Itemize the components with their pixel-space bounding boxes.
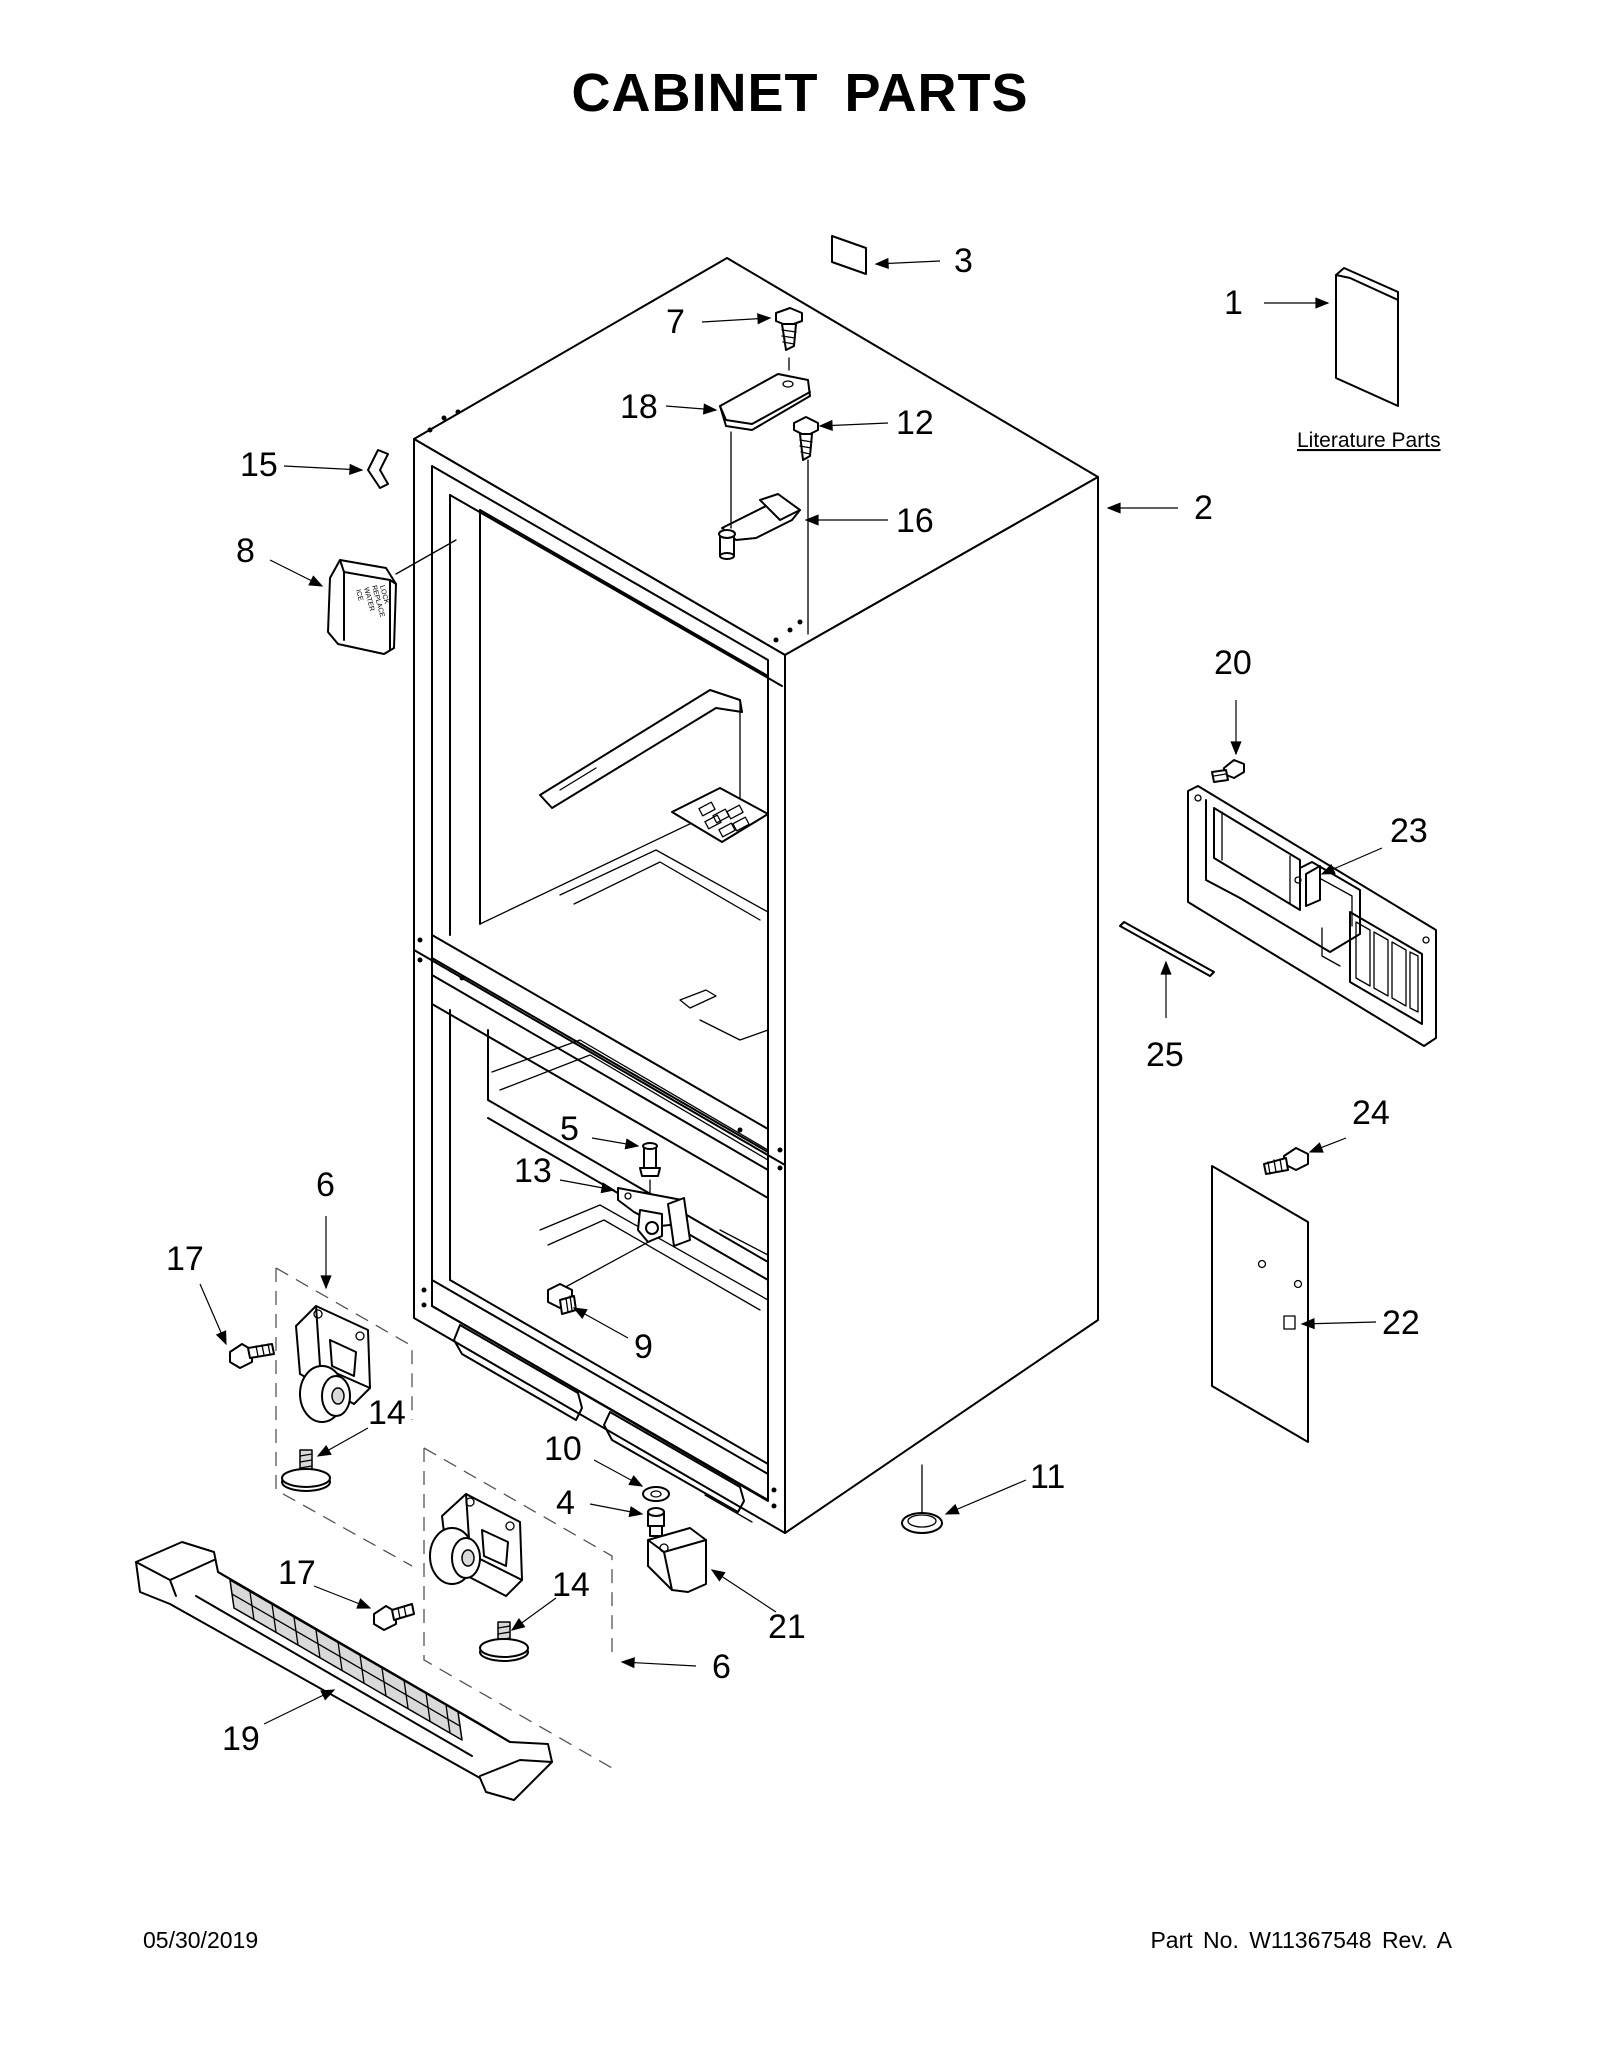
svg-text:ICE: ICE [354,589,364,602]
callout-24: 24 [1352,1094,1390,1132]
callout-18: 18 [620,388,658,426]
callout-7: 7 [666,303,685,341]
callout-6-upper: 6 [316,1166,335,1204]
access-cover-part [1211,1165,1309,1443]
callout-5: 5 [560,1110,579,1148]
callout-14-upper: 14 [368,1394,406,1432]
callout-3: 3 [954,242,973,280]
callout-11: 11 [1030,1458,1065,1496]
rear-panel-part [1187,785,1437,1047]
washer-part-10 [642,1486,670,1502]
screw-part-12 [793,416,819,461]
callout-12: 12 [896,404,934,442]
callout-2: 2 [1194,489,1213,527]
center-hinge-part [617,1187,691,1247]
callout-1: 1 [1224,284,1243,322]
control-panel-part: ICE WATER REPLACE LOCK [327,559,397,655]
callout-23: 23 [1390,812,1428,850]
callout-21: 21 [768,1608,806,1646]
roller-assembly-left [229,1267,413,1567]
footer-part-number: Part No. W11367548 Rev. A [1150,1927,1452,1953]
roller-assembly-right [373,1447,613,1769]
callout-8: 8 [236,532,255,570]
bracket-part-15 [367,449,389,489]
screw-part-24 [1263,1147,1309,1175]
svg-text:LOCK: LOCK [378,585,390,606]
pin-part-4 [647,1507,665,1537]
callout-25: 25 [1146,1036,1184,1074]
callout-16: 16 [896,502,934,540]
callout-17-upper: 17 [166,1240,204,1278]
callout-19: 19 [222,1720,260,1758]
bracket-part-21 [647,1527,707,1593]
base-grille-part [135,1541,553,1801]
callout-22: 22 [1382,1304,1420,1342]
callout-14-lower: 14 [552,1566,590,1604]
callout-4: 4 [556,1484,575,1522]
callout-6-lower: 6 [712,1648,731,1686]
callout-numbers: 1 2 3 4 5 6 6 7 8 9 10 11 12 13 14 14 15… [166,242,1428,1758]
literature-label: Literature Parts [1297,429,1441,452]
callout-15: 15 [240,446,278,484]
screw-part-7 [775,307,803,351]
callout-17-lower: 17 [278,1554,316,1592]
callout-13: 13 [514,1152,552,1190]
page-title: CABINET PARTS [571,63,1029,123]
callout-leaders [199,257,1383,1725]
label-part [831,235,867,275]
seal-strip-part [1119,921,1215,977]
hinge-cover-part [719,373,811,431]
callout-10: 10 [544,1430,582,1468]
pin-part-5 [639,1142,661,1205]
screw-part-9 [547,1283,577,1315]
refrigerator-cabinet [413,257,1099,1534]
literature-part: Literature Parts [1297,267,1441,452]
screw-part-20 [1211,759,1245,783]
callout-20: 20 [1214,644,1252,682]
top-hinge-part [718,493,801,560]
leveling-foot-part [901,1464,943,1534]
footer-date: 05/30/2019 [143,1927,259,1953]
callout-9: 9 [634,1328,653,1366]
